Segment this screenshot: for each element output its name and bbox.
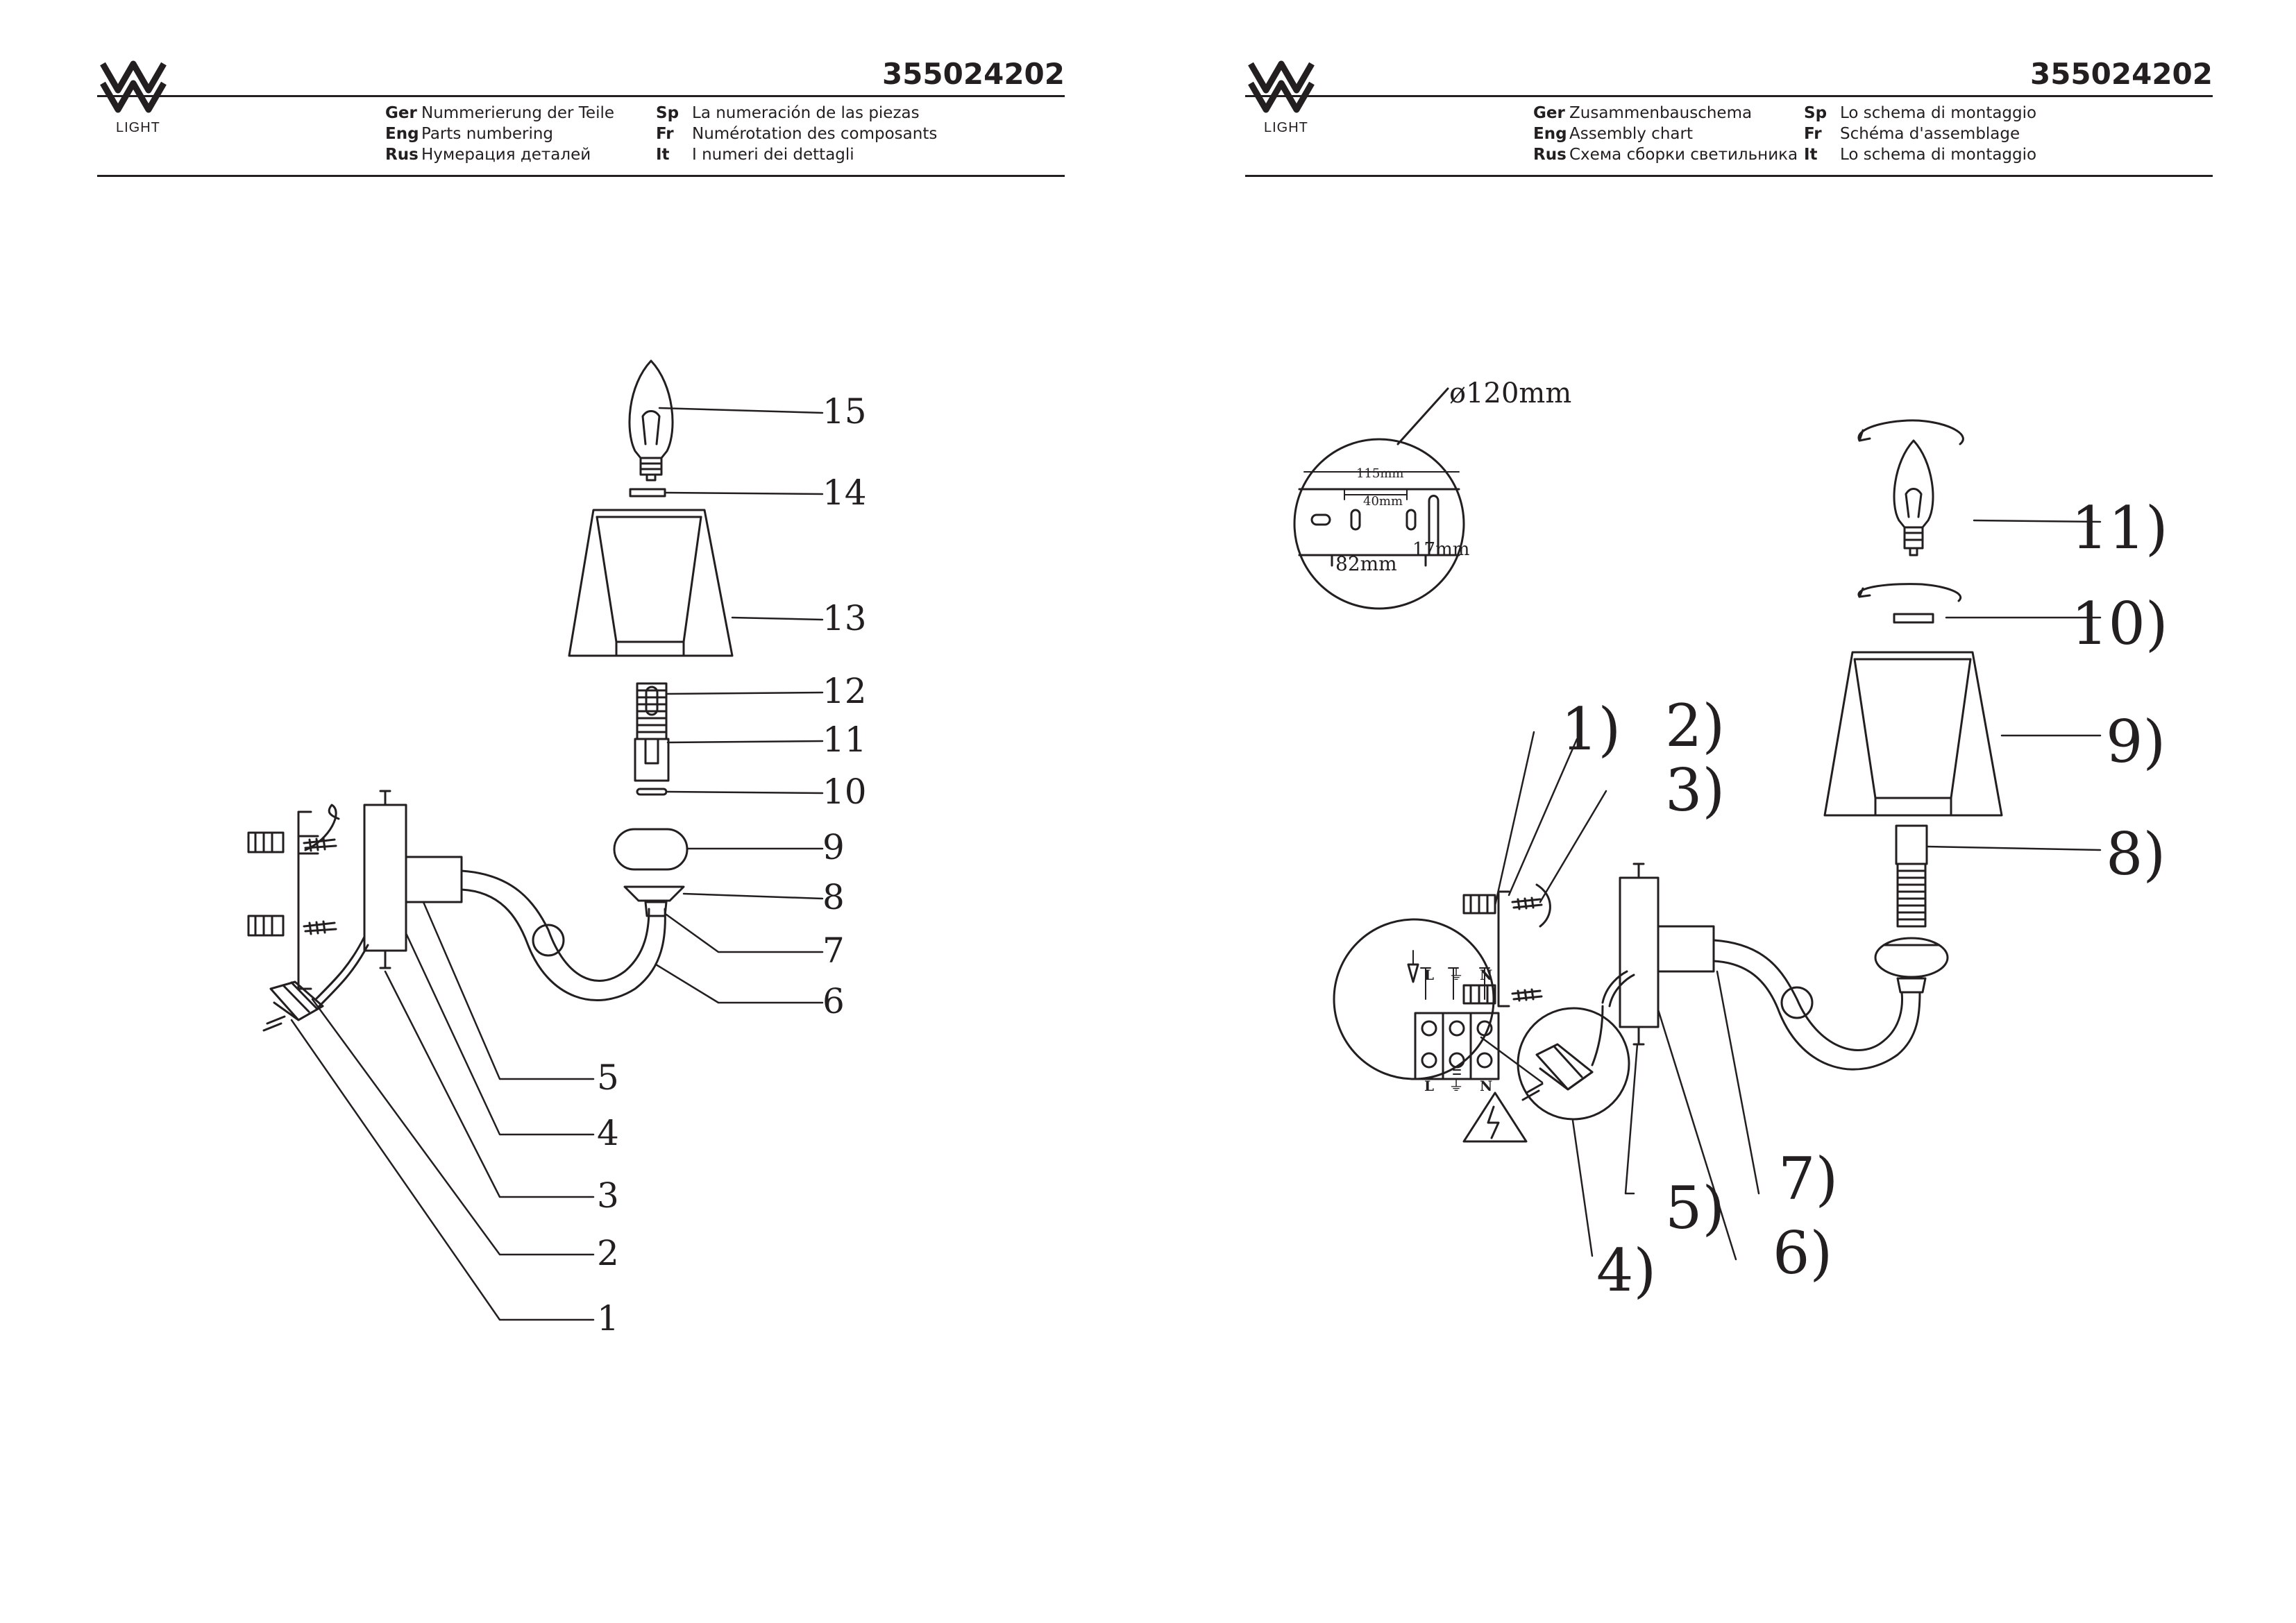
- part-label-6: 6: [822, 981, 845, 1021]
- ring-nut-part: [629, 488, 666, 498]
- header-rule-top: [1245, 95, 2213, 97]
- lampholder-part: [634, 682, 670, 782]
- mw-logo-icon: [1248, 60, 1315, 113]
- part-label-11: 11: [822, 720, 867, 760]
- arm-part: [1619, 863, 1921, 1071]
- ring-nut-part: [1893, 613, 1934, 624]
- neutral-label-bottom: N: [1480, 1078, 1492, 1094]
- step-label-6: 6): [1773, 1219, 1832, 1287]
- lampshade-part: [1823, 651, 2003, 817]
- warning-icon: [1462, 1091, 1528, 1143]
- part-label-12: 12: [822, 671, 867, 711]
- part-label-2: 2: [597, 1233, 619, 1273]
- wall-bracket-part: [1497, 883, 1551, 1008]
- spacing-dimension: 40mm: [1363, 494, 1403, 509]
- header-rule-top: [97, 95, 1065, 97]
- cup-part: [623, 885, 685, 902]
- screw-part: [1511, 897, 1543, 1002]
- width-dimension: 115mm: [1356, 466, 1404, 481]
- step-label-9: 9): [2106, 708, 2166, 776]
- part-label-8: 8: [822, 877, 845, 917]
- wall-bracket-part: [297, 804, 340, 990]
- part-label-3: 3: [597, 1175, 619, 1216]
- step-label-11: 11): [2071, 494, 2168, 562]
- brand-logo: LIGHT: [97, 56, 174, 135]
- step-label-1: 1): [1561, 695, 1621, 763]
- wire-part: [1601, 970, 1635, 1008]
- offset-dimension: 17mm: [1412, 539, 1469, 560]
- decorative-ball-part: [613, 828, 689, 871]
- step-label-2: 2): [1665, 692, 1725, 760]
- mounting-plate-detail: [1293, 387, 1465, 610]
- step-label-3: 3): [1665, 756, 1725, 824]
- parts-exploded-diagram: 15 14 13 12 11 10 9 8 7 6 5 4 3 2 1: [247, 359, 867, 1339]
- part-label-5: 5: [597, 1057, 619, 1098]
- earth-icon: ⏚: [1449, 967, 1464, 984]
- product-code: 355024202: [881, 57, 1065, 91]
- step-label-7: 7): [1778, 1145, 1838, 1213]
- assembly-diagram: ø120mm 115mm 40mm 82mm 17mm L ⏚ N L ⏚ N …: [1293, 377, 2168, 1305]
- logo-text: LIGHT: [116, 120, 160, 135]
- leader-lines: [1480, 519, 2102, 1261]
- part-label-1: 1: [597, 1298, 619, 1339]
- live-label-bottom: L: [1424, 1078, 1434, 1094]
- part-label-7: 7: [822, 931, 845, 971]
- rotate-arrow-icon: [1857, 419, 1964, 602]
- header-rule-bottom: [1245, 175, 2213, 177]
- logo-text: LIGHT: [1264, 120, 1308, 135]
- earth-icon-bottom: ⏚: [1449, 1078, 1464, 1095]
- height-dimension: 82mm: [1335, 552, 1397, 575]
- part-label-4: 4: [597, 1113, 619, 1153]
- terminal-block-detail: [1517, 1005, 1630, 1121]
- part-label-13: 13: [822, 598, 867, 638]
- step-label-10: 10): [2071, 590, 2168, 658]
- brand-logo: LIGHT: [1245, 56, 1322, 135]
- step-label-5: 5): [1665, 1174, 1725, 1242]
- bulb-part: [628, 359, 674, 482]
- lampshade-part: [568, 509, 734, 657]
- leader-lines: [290, 407, 824, 1321]
- terminal-block-part: [262, 935, 369, 1032]
- lampholder-part: [1874, 824, 1949, 994]
- part-label-10: 10: [822, 772, 867, 812]
- step-label-4: 4): [1596, 1237, 1656, 1305]
- part-label-9: 9: [822, 827, 845, 867]
- wiring-detail: [1333, 918, 1500, 1080]
- step-label-8: 8): [2106, 820, 2166, 888]
- washer-part: [636, 788, 668, 796]
- product-code: 355024202: [2029, 57, 2213, 91]
- mw-logo-icon: [100, 60, 167, 113]
- bulb-part: [1893, 439, 1934, 556]
- part-label-15: 15: [822, 391, 867, 432]
- diameter-label: ø120mm: [1449, 377, 1571, 409]
- header-rule-bottom: [97, 175, 1065, 177]
- wall-plug-part: [247, 831, 285, 937]
- arm-part: [363, 790, 668, 1001]
- neutral-label: N: [1480, 967, 1492, 983]
- screw-part: [303, 837, 337, 935]
- live-label: L: [1424, 967, 1434, 983]
- wall-plug-part: [1462, 894, 1496, 1005]
- part-label-14: 14: [822, 473, 867, 513]
